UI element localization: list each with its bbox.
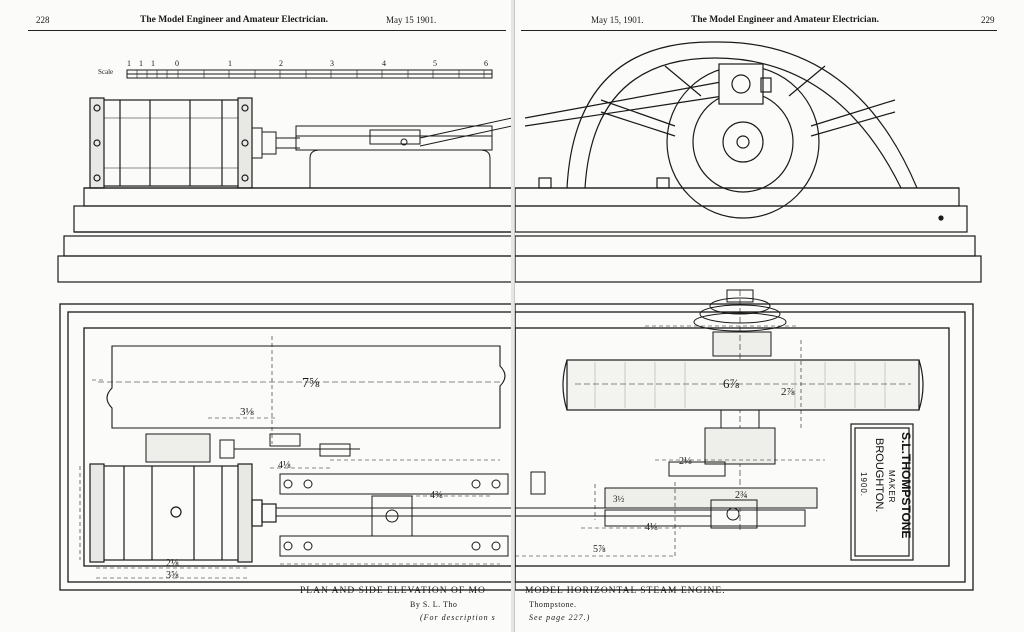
scale-bar <box>126 69 493 79</box>
left-date: May 15 1901. <box>386 15 437 25</box>
right-page: May 15, 1901. The Model Engineer and Ama… <box>514 0 1024 632</box>
dimension-label: 2¾ <box>735 490 748 501</box>
scale-number: 3 <box>330 59 334 68</box>
dimension-label: 3½ <box>613 494 625 504</box>
left-running-title: The Model Engineer and Amateur Electrici… <box>140 15 329 25</box>
right-page-number: 229 <box>981 15 995 25</box>
dimension-label: 2⅛ <box>166 558 179 569</box>
right-date: May 15, 1901. <box>591 15 644 25</box>
caption-note-right: See page 227.) <box>529 613 591 622</box>
cylinder-side <box>89 97 253 189</box>
dimension-label: 6⅞ <box>723 376 740 391</box>
caption-author-left: By S. L. Tho <box>410 600 458 609</box>
dimension-lines-right <box>515 325 825 557</box>
governor-bracket <box>145 433 360 463</box>
dimension-label: 2⅛ <box>679 456 692 467</box>
plan-frame <box>59 303 512 591</box>
right-running-title: The Model Engineer and Amateur Electrici… <box>691 15 880 25</box>
nameplate-year: 1900. <box>859 472 868 498</box>
scale-number: 0 <box>175 59 179 68</box>
dimension-label: 5⅞ <box>593 544 606 555</box>
scale-number: 1 <box>228 59 232 68</box>
slide-bars-plan <box>276 473 512 557</box>
left-page-number: 228 <box>36 15 50 25</box>
page-gutter <box>511 0 515 632</box>
nameplate-box <box>850 423 914 561</box>
connecting-rod-side <box>524 63 772 127</box>
dimension-label: 4⅜ <box>430 490 443 501</box>
dimension-label: 3⅝ <box>166 570 179 581</box>
scale-label: Scale <box>98 68 114 76</box>
left-header-rule <box>28 30 506 31</box>
scale-number: 6 <box>484 59 488 68</box>
nameplate-maker: MAKER <box>887 470 896 504</box>
caption-title-right: MODEL HORIZONTAL STEAM ENGINE. <box>525 586 726 596</box>
flywheel-plan <box>562 359 924 411</box>
scale-number: 4 <box>382 59 386 68</box>
scale-number: 1 <box>139 59 143 68</box>
nameplate-town: BROUGHTON. <box>873 438 885 513</box>
scale-number: 2 <box>279 59 283 68</box>
nameplate-maker-name: S.L.THOMPSTONE <box>899 432 913 539</box>
dimension-lines <box>79 336 500 579</box>
dimension-label: 4⅛ <box>645 522 658 533</box>
scale-number: 1 <box>151 59 155 68</box>
left-page: 228 The Model Engineer and Amateur Elect… <box>28 0 513 632</box>
dimension-label: 3⅛ <box>240 406 254 418</box>
crosshead-guide-side <box>295 117 512 189</box>
cylinder-plan <box>89 463 277 563</box>
caption-author-right: Thompstone. <box>529 600 577 609</box>
right-engine-drawing <box>515 41 982 591</box>
scale-number: 5 <box>433 59 437 68</box>
left-engine-drawing <box>57 69 512 591</box>
scale-number: 1 <box>127 59 131 68</box>
caption-title-left: PLAN AND SIDE ELEVATION OF MO <box>300 586 486 596</box>
flywheel-side <box>566 41 918 219</box>
flywheel-slot <box>98 345 506 429</box>
gland-and-rod <box>251 127 300 159</box>
engine-base-side <box>57 187 512 283</box>
engine-base-side-right <box>515 177 982 283</box>
dimension-label: 4⅛ <box>278 460 291 471</box>
caption-note-left: (For description s <box>420 613 496 622</box>
right-header-rule <box>521 30 997 31</box>
dimension-label: 2⅞ <box>781 386 795 398</box>
dimension-label: 7⅝ <box>302 376 320 391</box>
crank-bearings <box>515 409 818 529</box>
